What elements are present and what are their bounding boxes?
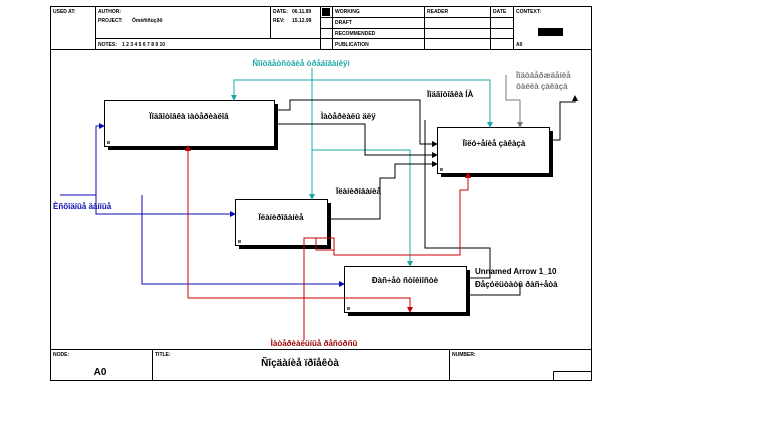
- box-podgotovka[interactable]: Ïîäãîòîâêà ìàòåðèàëîâ в: [104, 100, 279, 151]
- box-planirovanie[interactable]: Ïëàíèðîâàíèå в: [235, 199, 332, 250]
- reader-label: READER: [427, 9, 449, 15]
- title-label: TITLE:: [155, 352, 171, 358]
- box-poluchenie[interactable]: Ïîëó÷åíèå çàêàçà в: [437, 127, 554, 178]
- author-label: AUTHOR:: [98, 9, 121, 15]
- box-raschet-label: Ðàñ÷åò ñòîèìîñòè: [372, 276, 439, 285]
- date-value: 06.11.99: [292, 9, 311, 15]
- context-label: CONTEXT:: [516, 9, 541, 15]
- box-planirovanie-corner: в: [238, 239, 241, 245]
- arrow-output-materialy[interactable]: [274, 99, 438, 220]
- status-publication: PUBLICATION: [335, 42, 369, 48]
- label-top-center: Ñîîòâåòñòâèå òðåáîâàíèÿì: [252, 59, 349, 68]
- node-label: NODE:: [53, 352, 69, 358]
- status-draft: DRAFT: [335, 20, 352, 26]
- context-thumbnail: [538, 28, 563, 36]
- label-top-right-2: ôàéëà çàêàçà: [516, 82, 568, 91]
- footer-frame: [50, 349, 592, 381]
- label-right-lower-1: Unnamed Arrow 1_10: [475, 267, 557, 276]
- project-label: PROJECT:: [98, 18, 123, 24]
- arrow-control-podtverzhdenie[interactable]: [505, 75, 523, 128]
- working-status-marker: [322, 8, 330, 16]
- arrow-output-unnamed[interactable]: [424, 120, 521, 296]
- box-poluchenie-corner: в: [440, 167, 443, 173]
- title-value: Ñîçäàíèå ïðîåêòà: [261, 356, 339, 369]
- date-label: DATE:: [273, 9, 288, 15]
- label-middle-2: Ïëàíèðîâàíèå: [335, 187, 381, 196]
- node-value: A0: [94, 367, 107, 378]
- label-middle: Ìàòåðèàëû äëÿ: [320, 112, 376, 121]
- status-recommended: RECOMMENDED: [335, 31, 376, 37]
- box-podgotovka-label: Ïîäãîòîâêà ìàòåðèàëîâ: [148, 112, 229, 121]
- label-right-lower-2: Ðåçóëüòàòû ðàñ÷åòà: [475, 280, 558, 289]
- label-right-upper: Ïîäãîòîâêà ÍÀ: [426, 90, 473, 99]
- context-node-ref: A0: [516, 42, 523, 48]
- box-poluchenie-label: Ïîëó÷åíèå çàêàçà: [462, 139, 526, 148]
- arrow-mech-resursy[interactable]: [185, 145, 471, 340]
- project-value: Ômèñiñùçðõ: [132, 16, 163, 24]
- label-bottom-mech: Ìàòåðèàëüíûå ðåñóðñû: [270, 339, 358, 348]
- notes-value: 1 2 3 4 5 6 7 8 9 10: [122, 42, 165, 48]
- box-raschet[interactable]: Ðàñ÷åò ñòîèìîñòè в: [344, 266, 471, 317]
- rev-label: REV:: [273, 18, 285, 24]
- box-podgotovka-corner: в: [107, 140, 110, 146]
- box-planirovanie-label: Ïëàíèðîâàíèå: [258, 213, 304, 222]
- reader-date-label: DATE: [493, 9, 507, 15]
- status-working: WORKING: [335, 9, 360, 15]
- number-label: NUMBER:: [452, 352, 476, 358]
- arrow-control-sootvetstvie[interactable]: [231, 68, 493, 267]
- arrow-output-podgotovka-na[interactable]: [549, 95, 578, 141]
- arrow-input-ishodnye[interactable]: [60, 123, 345, 287]
- box-raschet-corner: в: [347, 306, 350, 312]
- label-left-input: Èñõîäíûå äàííûå: [53, 202, 112, 211]
- notes-label: NOTES:: [98, 42, 117, 48]
- rev-value: 15.12.99: [292, 18, 312, 24]
- label-top-right-1: Ïîäòâåðæäåíèå: [515, 71, 571, 80]
- used-at-label: USED AT:: [53, 9, 76, 15]
